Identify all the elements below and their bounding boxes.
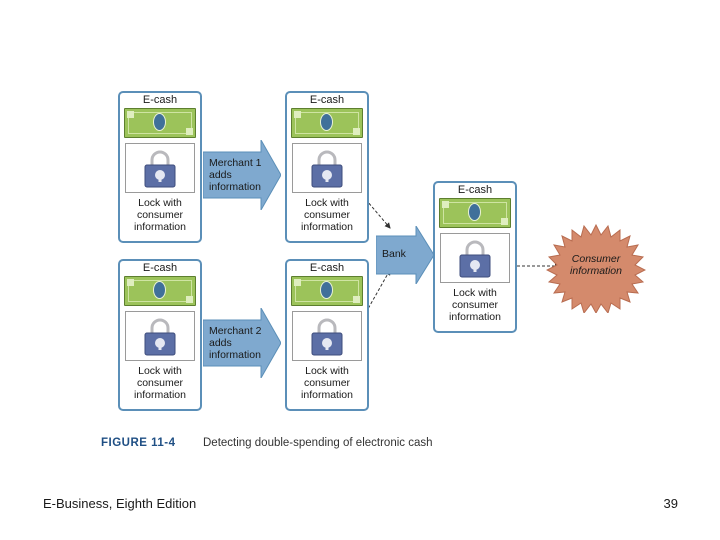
caption-line-3: information	[301, 389, 353, 401]
caption-line-3: information	[301, 221, 353, 233]
ecash-card-bank: E-cash Lock with consumer information	[433, 181, 517, 333]
arrow-shape	[202, 306, 282, 380]
merchant2-line-2: adds	[209, 337, 232, 349]
caption-line-1: Lock with	[138, 365, 182, 377]
bill-icon	[124, 276, 196, 306]
card-title: E-cash	[457, 184, 493, 196]
card-title: E-cash	[142, 94, 178, 106]
caption-line-2: consumer	[303, 209, 351, 221]
bank-label: Bank	[382, 248, 406, 260]
bank-arrow: Bank	[375, 224, 435, 286]
ecash-card-bottom-merchant: E-cash Lock with consumer information	[285, 259, 369, 411]
lock-box	[125, 143, 195, 193]
ecash-card-top-merchant: E-cash Lock with consumer information	[285, 91, 369, 243]
caption-line-2: consumer	[136, 377, 184, 389]
padlock-icon	[144, 150, 176, 188]
lock-caption: Lock with consumer information	[120, 197, 200, 233]
lock-box	[292, 143, 362, 193]
merchant1-line-1: Merchant 1	[209, 157, 262, 169]
arrow-shape	[375, 224, 435, 286]
caption-line-2: consumer	[136, 209, 184, 221]
consumer-information-burst: Consumer information	[545, 223, 647, 315]
bill-icon	[291, 108, 363, 138]
figure-title: Detecting double-spending of electronic …	[203, 437, 433, 449]
merchant1-arrow: Merchant 1 adds information	[202, 138, 282, 212]
lock-caption: Lock with consumer information	[435, 287, 515, 323]
caption-line-2: consumer	[451, 299, 499, 311]
consumer-label: Consumer information	[546, 253, 646, 277]
card-title: E-cash	[142, 262, 178, 274]
caption-line-3: information	[134, 221, 186, 233]
footer-book-title: E-Business, Eighth Edition	[43, 496, 197, 511]
card-title: E-cash	[309, 94, 345, 106]
lock-box	[292, 311, 362, 361]
ecash-card-bottom-left: E-cash Lock with consumer information	[118, 259, 202, 411]
bill-icon	[291, 276, 363, 306]
consumer-line-1: Consumer	[571, 253, 621, 265]
caption-line-3: information	[134, 389, 186, 401]
padlock-icon	[144, 318, 176, 356]
ecash-card-top-left: E-cash Lock with consumer information	[118, 91, 202, 243]
padlock-icon	[311, 150, 343, 188]
caption-line-1: Lock with	[305, 197, 349, 209]
bill-icon	[439, 198, 511, 228]
lock-box	[440, 233, 510, 283]
merchant2-arrow: Merchant 2 adds information	[202, 306, 282, 380]
merchant2-line-1: Merchant 2	[209, 325, 262, 337]
merchant1-label: Merchant 1 adds information	[209, 157, 262, 193]
consumer-line-2: information	[570, 265, 622, 277]
padlock-icon	[311, 318, 343, 356]
connector-top-to-bank	[355, 187, 391, 229]
footer-page-number: 39	[663, 496, 678, 511]
lock-caption: Lock with consumer information	[120, 365, 200, 401]
caption-line-3: information	[449, 311, 501, 323]
lock-caption: Lock with consumer information	[287, 197, 367, 233]
card-title: E-cash	[309, 262, 345, 274]
padlock-icon	[459, 240, 491, 278]
figure-number: FIGURE 11-4	[101, 437, 176, 449]
merchant1-line-2: adds	[209, 169, 232, 181]
lock-box	[125, 311, 195, 361]
caption-line-2: consumer	[303, 377, 351, 389]
caption-line-1: Lock with	[138, 197, 182, 209]
merchant2-line-3: information	[209, 349, 261, 361]
caption-line-1: Lock with	[453, 287, 497, 299]
merchant1-line-3: information	[209, 181, 261, 193]
caption-line-1: Lock with	[305, 365, 349, 377]
arrow-shape	[202, 138, 282, 212]
merchant2-label: Merchant 2 adds information	[209, 325, 262, 361]
lock-caption: Lock with consumer information	[287, 365, 367, 401]
bill-icon	[124, 108, 196, 138]
